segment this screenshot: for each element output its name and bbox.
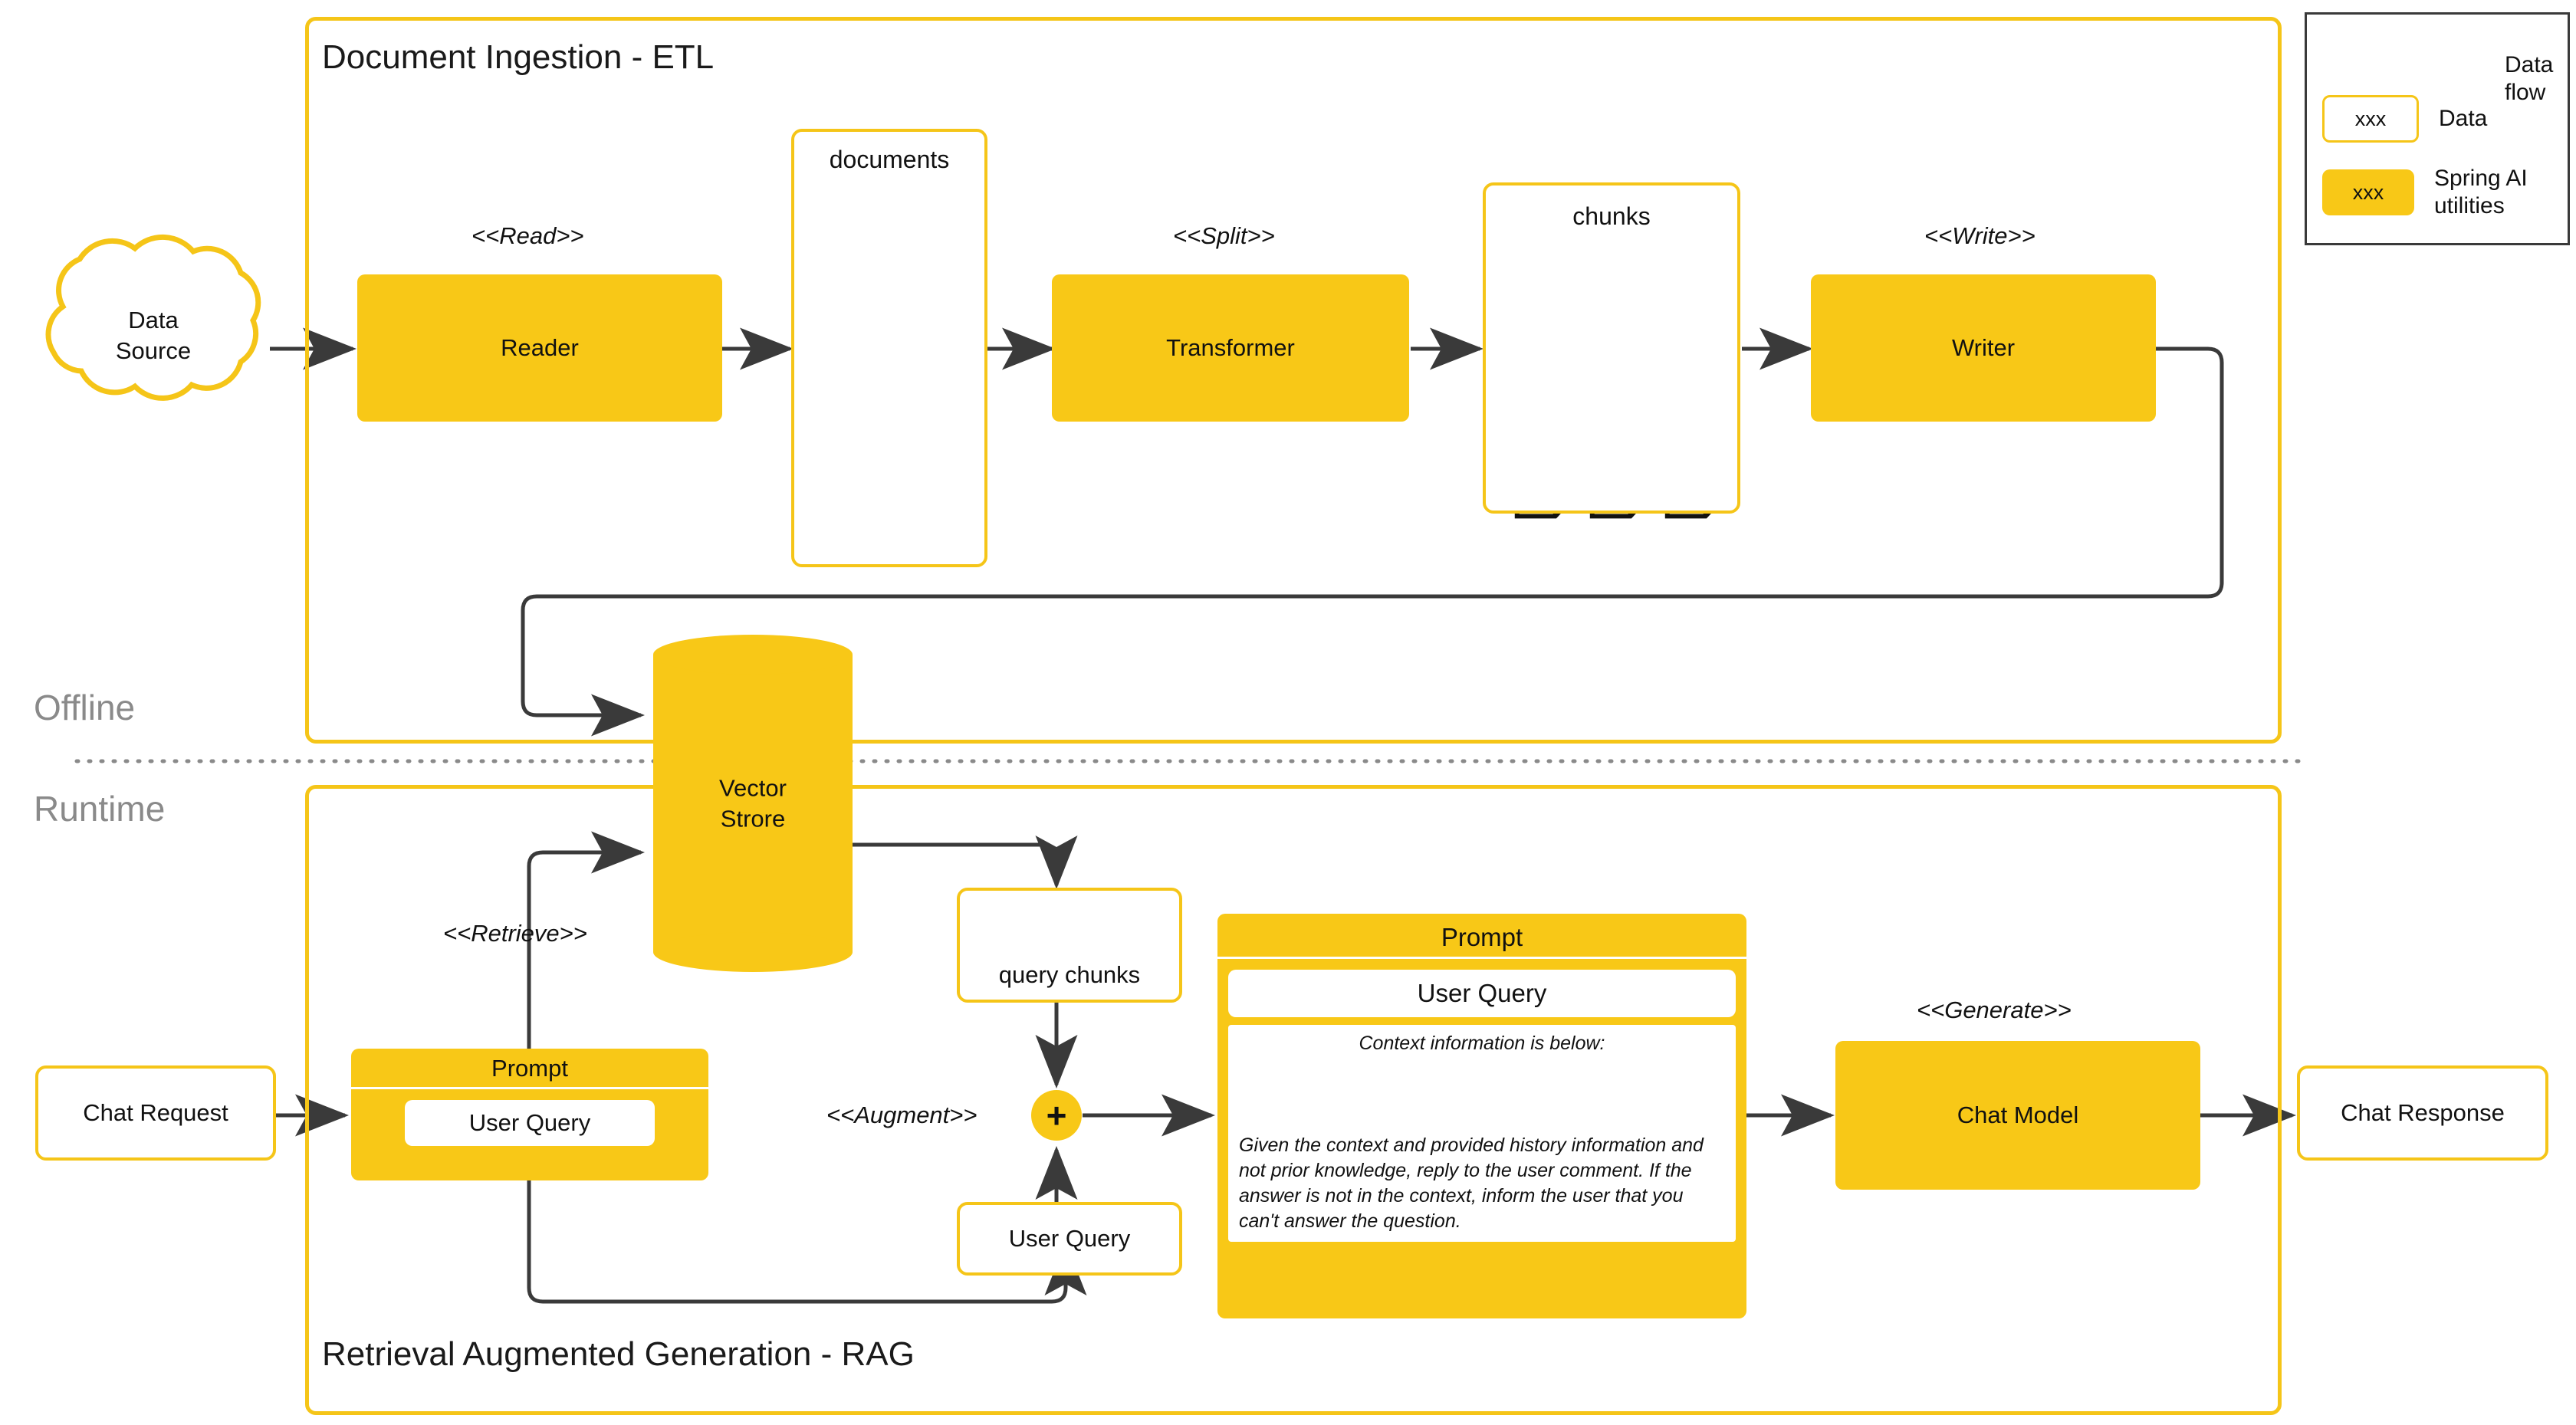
- prompt-divider: [351, 1087, 708, 1089]
- writer-node[interactable]: Writer: [1811, 274, 2156, 422]
- legend-utilities-swatch: xxx: [2322, 169, 2414, 215]
- stereotype-generate: <<Generate>>: [1917, 997, 2072, 1023]
- rag-title: Retrieval Augmented Generation - RAG: [322, 1335, 915, 1373]
- chat-model-node[interactable]: Chat Model: [1835, 1041, 2200, 1190]
- chat-request-node[interactable]: Chat Request: [35, 1065, 276, 1161]
- input-prompt-body: User Query: [351, 1089, 708, 1157]
- stereotype-retrieve: <<Retrieve>>: [443, 920, 587, 947]
- legend-data-swatch: xxx: [2322, 95, 2419, 143]
- final-prompt-header: Prompt: [1441, 923, 1523, 951]
- data-source-label: Data Source: [61, 305, 245, 367]
- user-query-node[interactable]: User Query: [957, 1202, 1182, 1276]
- stereotype-augment: <<Augment>>: [826, 1102, 978, 1128]
- input-prompt-user-query: User Query: [405, 1100, 655, 1146]
- vector-store-label-line1: Vector: [719, 774, 787, 802]
- final-prompt-context: Context information is below: Given the …: [1228, 1025, 1736, 1242]
- stereotype-write: <<Write>>: [1924, 222, 2036, 249]
- rag-container: [305, 785, 2282, 1415]
- legend-utilities-label: Spring AI utilities: [2434, 165, 2528, 220]
- legend-box: Data flow xxx Data xxx Spring AI utiliti…: [2305, 12, 2570, 245]
- stereotype-split: <<Split>>: [1173, 222, 1275, 249]
- chunks-group: chunks: [1483, 182, 1740, 514]
- legend-utilities-label-line1: Spring AI: [2434, 166, 2528, 191]
- legend-utilities-label-line2: utilities: [2434, 193, 2505, 218]
- legend-data-label: Data: [2439, 106, 2488, 131]
- augment-plus-node[interactable]: +: [1031, 1090, 1082, 1141]
- final-prompt-user-query: User Query: [1228, 970, 1736, 1017]
- stereotype-read: <<Read>>: [472, 222, 584, 249]
- input-prompt-node[interactable]: Prompt User Query: [351, 1049, 708, 1180]
- query-chunks-group: query chunks: [957, 888, 1182, 1003]
- cylinder-bottom: [653, 932, 853, 972]
- reader-node[interactable]: Reader: [357, 274, 722, 422]
- documents-group: documents: [791, 129, 987, 567]
- data-source-label-line1: Data: [128, 307, 179, 333]
- chat-response-node[interactable]: Chat Response: [2297, 1065, 2548, 1161]
- transformer-node[interactable]: Transformer: [1052, 274, 1409, 422]
- context-docs-row: [1239, 1055, 1725, 1128]
- legend-row-utilities: xxx Spring AI utilities: [2322, 165, 2528, 220]
- vector-store-label-line2: Strore: [720, 805, 786, 832]
- chunks-caption: chunks: [1572, 202, 1651, 230]
- etl-title: Document Ingestion - ETL: [322, 38, 715, 76]
- final-prompt-body: User Query Context information is below:…: [1217, 959, 1746, 1253]
- context-instruction-text: Given the context and provided history i…: [1239, 1134, 1704, 1232]
- legend-row-dataflow: Data flow: [2505, 51, 2568, 107]
- runtime-phase-label: Runtime: [34, 789, 166, 829]
- input-prompt-header: Prompt: [491, 1055, 568, 1082]
- etl-container: [305, 17, 2282, 744]
- cylinder-body: [653, 655, 853, 952]
- context-intro-text: Context information is below:: [1359, 1033, 1605, 1054]
- vector-store-label: Vector Strore: [653, 773, 853, 833]
- documents-caption: documents: [829, 146, 950, 173]
- legend-row-data: xxx Data: [2322, 95, 2487, 143]
- data-source-label-line2: Source: [115, 337, 192, 365]
- offline-phase-label: Offline: [34, 688, 136, 727]
- vector-store-cylinder[interactable]: Vector Strore: [653, 635, 853, 972]
- query-chunks-caption: query chunks: [998, 961, 1141, 988]
- cylinder-top: [653, 635, 853, 675]
- final-prompt-divider: [1217, 957, 1746, 959]
- final-prompt-node[interactable]: Prompt User Query Context information is…: [1217, 914, 1746, 1318]
- legend-dataflow-label: Data flow: [2505, 52, 2554, 105]
